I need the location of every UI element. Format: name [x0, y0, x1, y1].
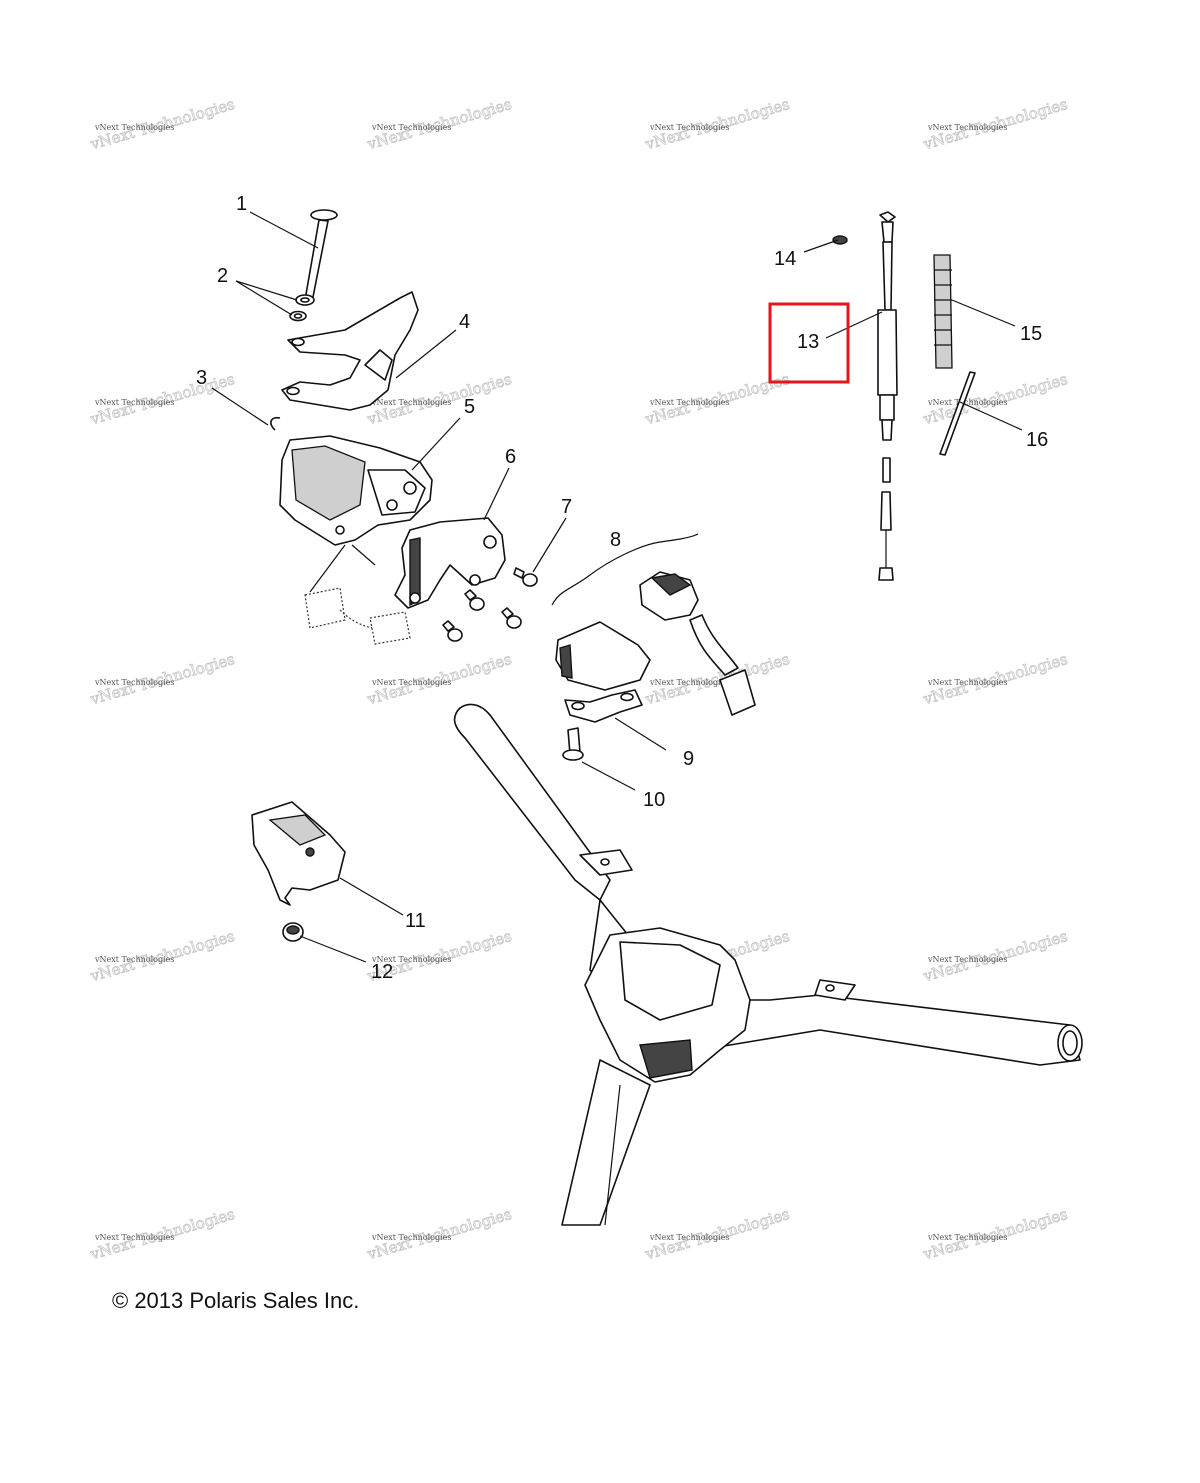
watermark-text: vNext Technologies: [927, 1233, 1007, 1242]
part-11-switch[interactable]: [251, 801, 346, 906]
part-15-sleeve[interactable]: [933, 254, 953, 369]
watermark-text: vNext Technologies: [649, 123, 729, 132]
part-14-clip[interactable]: [832, 235, 848, 245]
part-8-group-brace: [551, 533, 699, 606]
watermark-text: vNext Technologies: [94, 123, 174, 132]
highlight-box-13: [768, 302, 850, 384]
part-8-switch-assembly[interactable]: [555, 571, 756, 716]
callout-3[interactable]: 3: [196, 367, 207, 389]
callout-10[interactable]: 10: [643, 789, 665, 811]
watermark-text: vNext Technologies: [371, 398, 451, 407]
callout-4[interactable]: 4: [459, 311, 470, 333]
watermark-text: vNext Technologies: [371, 1233, 451, 1242]
part-3-clip[interactable]: [270, 416, 281, 431]
callout-1[interactable]: 1: [236, 193, 247, 215]
callout-5[interactable]: 5: [464, 396, 475, 418]
copyright-notice: © 2013 Polaris Sales Inc.: [112, 1288, 360, 1313]
part-5-connector-dotted: [304, 544, 411, 645]
part-12-grommet[interactable]: [282, 922, 304, 942]
watermark-text: vNext Technologies: [94, 955, 174, 964]
part-16-tie[interactable]: [939, 371, 976, 456]
watermark-text: vNext Technologies: [927, 955, 1007, 964]
part-13-cable[interactable]: [877, 211, 898, 581]
callout-12[interactable]: 12: [371, 961, 393, 983]
part-6-cover[interactable]: [394, 517, 506, 609]
callout-15[interactable]: 15: [1020, 323, 1042, 345]
callout-16[interactable]: 16: [1026, 429, 1048, 451]
watermark-text: vNext Technologies: [927, 398, 1007, 407]
part-4-bracket[interactable]: [281, 291, 419, 411]
callout-13[interactable]: 13: [797, 331, 819, 353]
callout-6[interactable]: 6: [505, 446, 516, 468]
part-10-bolt[interactable]: [562, 727, 584, 761]
watermark-text: vNext Technologies: [94, 398, 174, 407]
part-5-housing[interactable]: [279, 435, 433, 546]
part-7-screws[interactable]: [442, 567, 538, 642]
watermark-text: vNext Technologies: [371, 123, 451, 132]
watermark-text: vNext Technologies: [649, 398, 729, 407]
handlebar[interactable]: [453, 703, 1083, 1226]
watermark-text: vNext Technologies: [94, 1233, 174, 1242]
callout-numbers: 1 2 3 4 5 6 7 8 9 10 11 12 13 14 15 16: [196, 193, 1048, 983]
watermark-text: vNext Technologies: [649, 1233, 729, 1242]
part-2-washers[interactable]: [289, 294, 315, 322]
callout-7[interactable]: 7: [561, 496, 572, 518]
watermark-text: vNext Technologies: [649, 678, 729, 687]
watermark-text: vNext Technologies: [927, 123, 1007, 132]
callout-14[interactable]: 14: [774, 248, 796, 270]
part-1-pin[interactable]: [304, 209, 338, 303]
callout-9[interactable]: 9: [683, 748, 694, 770]
callout-2[interactable]: 2: [217, 265, 228, 287]
watermark-text: vNext Technologies: [927, 678, 1007, 687]
leader-lines: [211, 211, 1023, 963]
callout-8[interactable]: 8: [610, 529, 621, 551]
callout-11[interactable]: 11: [405, 910, 426, 932]
watermark-text: vNext Technologies: [94, 678, 174, 687]
watermark-text: vNext Technologies: [371, 678, 451, 687]
watermark-text: vNext Technologies: [371, 955, 451, 964]
part-9-clamp[interactable]: [564, 689, 643, 723]
